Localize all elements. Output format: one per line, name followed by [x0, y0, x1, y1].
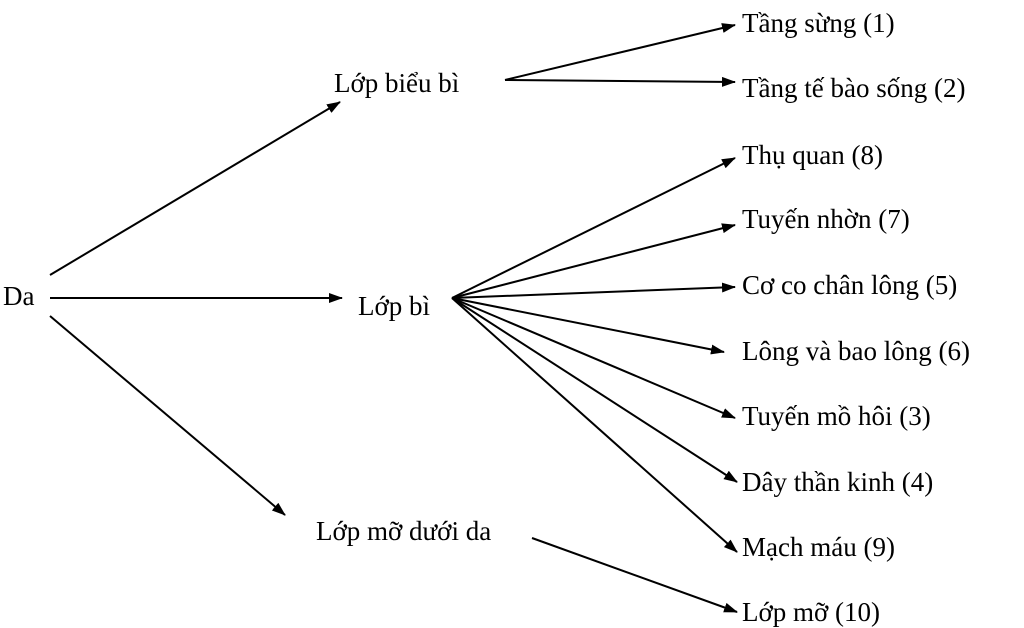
- arrow-bieu-bi-to-tang-te-bao-song: [504, 76, 736, 87]
- node-day-than-kinh: Dây thần kinh (4): [742, 467, 934, 497]
- node-tuyen-nhon: Tuyến nhờn (7): [742, 204, 910, 234]
- arrow-bi-to-day-than-kinh: [451, 297, 738, 483]
- node-thu-quan: Thụ quan (8): [742, 140, 883, 170]
- arrow-bi-to-mach-mau: [451, 297, 738, 553]
- arrow-bi-to-long-va-bao-long: [451, 297, 725, 355]
- node-da: Da: [3, 281, 35, 311]
- node-tang-sung: Tầng sừng (1): [742, 8, 895, 38]
- arrow-bi-to-co-co-chan-long: [451, 282, 736, 299]
- node-lop-mo-duoi-da: Lớp mỡ dưới da: [316, 516, 492, 546]
- node-lop-bi: Lớp bì: [358, 291, 431, 321]
- node-tuyen-mo-hoi: Tuyến mồ hôi (3): [742, 401, 931, 431]
- node-lop-bieu-bi: Lớp biểu bì: [334, 68, 460, 98]
- arrow-bieu-bi-to-tang-sung: [504, 23, 736, 81]
- arrow-bi-to-tuyen-nhon: [451, 223, 736, 299]
- arrow-mo-duoi-da-to-lop-mo: [531, 537, 738, 613]
- arrow-bi-to-tuyen-mo-hoi: [451, 297, 736, 419]
- node-lop-mo: Lớp mỡ (10): [742, 597, 881, 627]
- node-co-co-chan-long: Cơ co chân lông (5): [742, 270, 958, 300]
- arrow-bi-to-thu-quan: [451, 157, 736, 299]
- arrow-da-to-lop-mo-duoi-da: [49, 315, 286, 516]
- arrow-da-to-lop-bieu-bi: [49, 101, 341, 276]
- node-mach-mau: Mạch máu (9): [742, 532, 895, 562]
- node-tang-te-bao-song: Tầng tế bào sống (2): [742, 73, 966, 103]
- node-long-va-bao-long: Lông và bao lông (6): [742, 336, 970, 366]
